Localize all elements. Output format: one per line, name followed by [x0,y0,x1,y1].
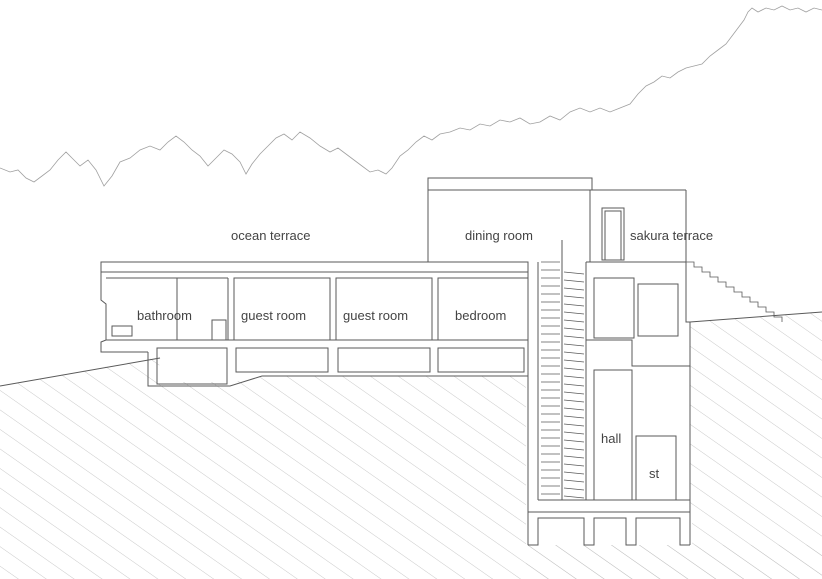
stair-tread [563,415,585,419]
basement-cell-3 [337,347,431,373]
stair-tread [563,279,585,283]
stair-tread [563,479,585,483]
stair-tread [563,407,585,411]
stair-tread [563,383,585,387]
stair-tread [563,287,585,291]
stair-tread [563,487,585,491]
label-dining-room: dining room [465,228,533,243]
basement-cell-1 [156,347,228,385]
stair-tread [563,463,585,467]
stair-tread [563,303,585,307]
stair-tread [563,351,585,355]
guest-room-1-box [233,277,331,341]
stair-tread [563,335,585,339]
column-1 [528,517,690,546]
tower-mid-floor [586,339,690,367]
stair-tread [563,327,585,331]
label-bathroom: bathroom [137,308,192,323]
stair-treads [541,261,585,499]
ground-line-right [689,311,822,323]
stair-tread [563,271,585,275]
ground-under-footings [526,545,692,579]
tree-silhouette [0,5,822,187]
dining-room-roof [427,177,593,191]
stair-tread [563,471,585,475]
stair-tread [563,367,585,371]
ocean-terrace-slab [100,261,529,273]
tower-room-upper-right [637,283,679,337]
ground-mass-right [690,312,822,579]
stair-tread [563,295,585,299]
stair-tread [563,423,585,427]
stair-tread [563,455,585,459]
label-hall: hall [601,431,622,446]
stair-tread [563,439,585,443]
sakura-window-inner [604,210,622,261]
stair-tread [563,431,585,435]
tower-outline [586,261,691,545]
basement-cell-4 [437,347,525,373]
label-sakura-terrace: sakura terrace [630,228,714,243]
exterior-stair [686,261,783,322]
label-bedroom: bedroom [455,308,507,323]
basement-cell-2 [235,347,329,373]
bathroom-sink [111,325,133,337]
st-box [635,435,677,501]
exterior-stair-steps [686,261,783,322]
stair-tread [563,391,585,395]
ground-line-left [0,357,161,387]
stair-tread [563,447,585,451]
ground-mass [0,357,822,579]
label-ocean-terrace: ocean terrace [231,228,311,243]
stair-tread [563,375,585,379]
stair-tread [563,495,585,499]
stair-tread [563,319,585,323]
stair-tread [563,359,585,363]
stair-tread [563,399,585,403]
stair-tread [563,311,585,315]
label-st: st [649,466,660,481]
bathroom-fixture [211,319,227,341]
hall-box [593,369,633,501]
guest-room-2-box [335,277,433,341]
label-guest-room-2: guest room [343,308,409,323]
label-guest-room-1: guest room [241,308,307,323]
tower-room-upper-left [593,277,635,339]
stair-tread [563,343,585,347]
